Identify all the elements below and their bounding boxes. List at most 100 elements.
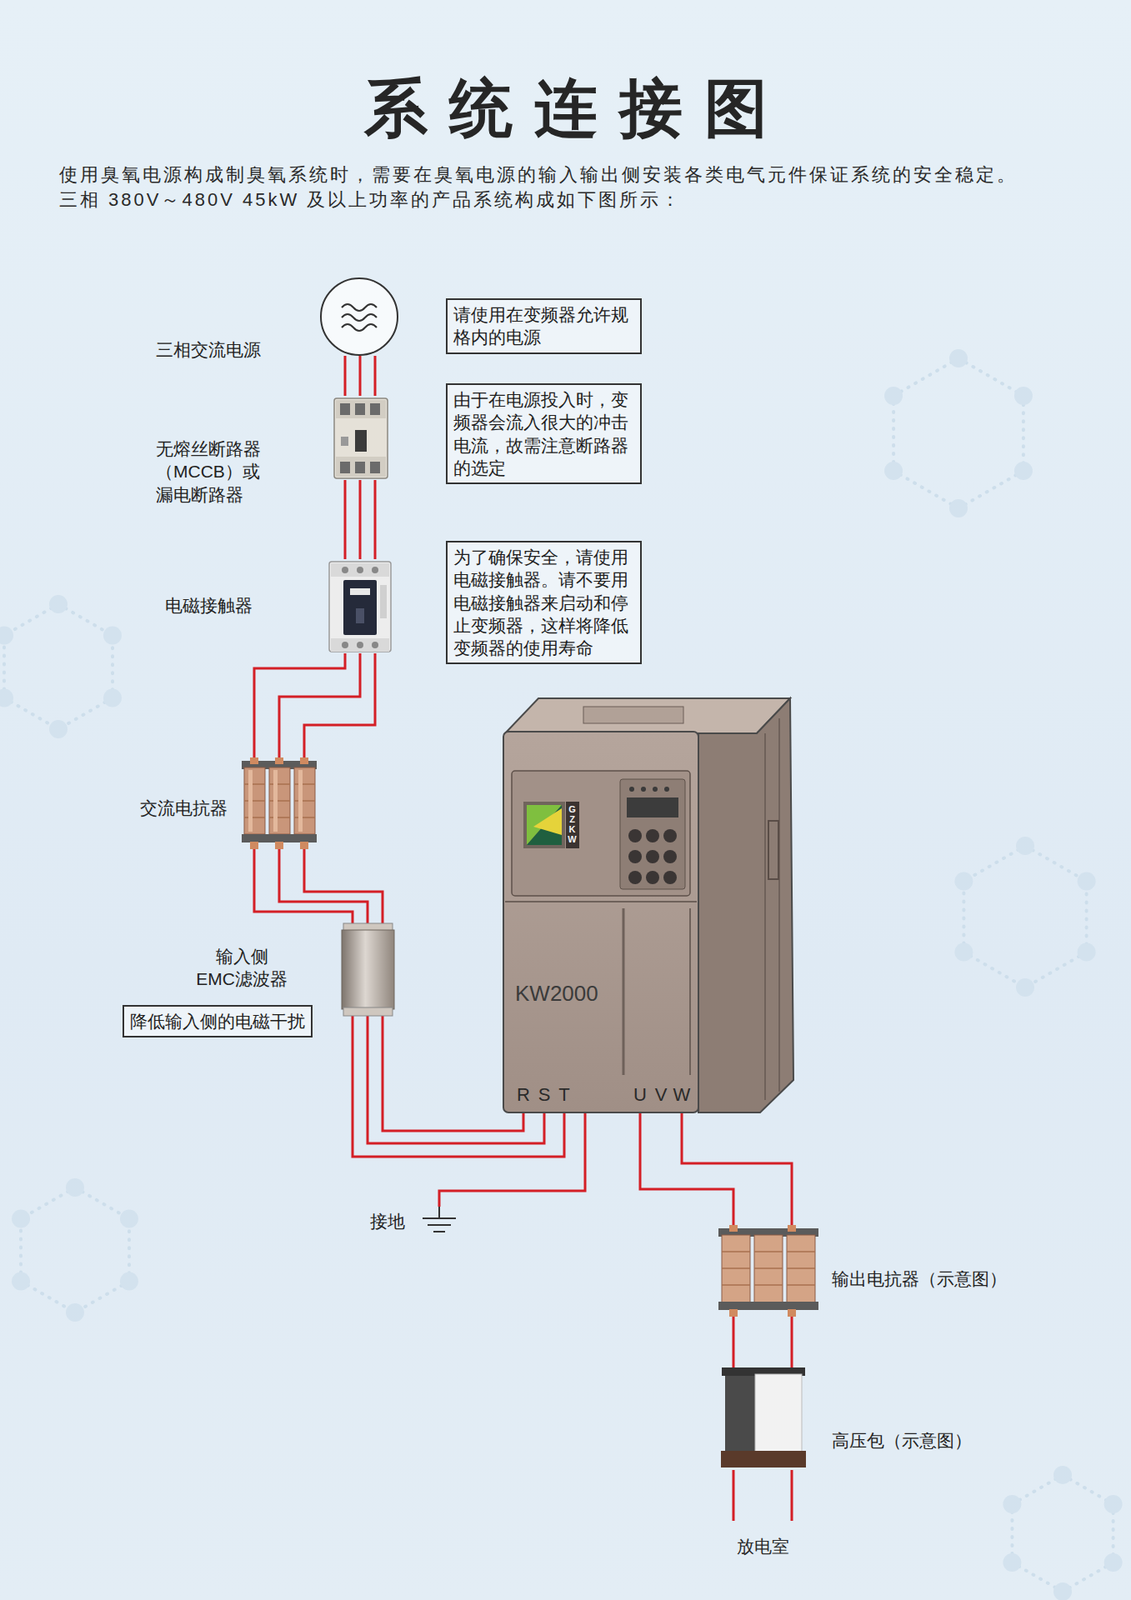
power-source-label: 三相交流电源 bbox=[155, 338, 261, 361]
inverter-picture-part bbox=[640, 786, 646, 792]
inverter-picture-part bbox=[628, 829, 642, 843]
inverter-picture-part bbox=[768, 820, 779, 880]
intro-text: 使用臭氧电源构成制臭氧系统时，需要在臭氧电源的输入输出侧安装各类电气元件保证系统… bbox=[59, 163, 1018, 188]
terminal-name: S bbox=[538, 1083, 551, 1108]
output-reactor-picture-part bbox=[787, 1309, 796, 1317]
hv-transformer-picture-part bbox=[720, 1451, 806, 1468]
emc-filter-picture-part bbox=[343, 1007, 393, 1016]
wire-bundle bbox=[439, 1112, 586, 1207]
wire bbox=[382, 1015, 524, 1131]
inverter-label: KW2000 bbox=[515, 980, 599, 1009]
output-reactor-picture-part bbox=[721, 1251, 816, 1286]
inverter-picture-part bbox=[505, 698, 791, 734]
pattern-dot bbox=[65, 1178, 85, 1197]
contactor-label: 电磁接触器 bbox=[165, 594, 253, 617]
inverter-picture-part bbox=[526, 805, 562, 846]
note-box: 为了确保安全，请使用电磁接触器。请不要用电磁接触器来启动和停止变频器，这样将降低… bbox=[445, 540, 642, 665]
wire-bundle bbox=[640, 1112, 792, 1226]
reactor-picture-part bbox=[275, 757, 284, 765]
breaker-picture-part bbox=[340, 461, 351, 474]
note-box-text: 由于在电源投入时，变频器会流入很大的冲击电流，故需注意断路器的选定 bbox=[453, 388, 635, 480]
inverter-picture-part bbox=[663, 850, 677, 864]
breaker-picture-part bbox=[340, 403, 351, 416]
terminal-name: T bbox=[558, 1083, 570, 1108]
wire-bundle bbox=[345, 480, 376, 560]
ground-label: 接地 bbox=[370, 1210, 406, 1233]
output-reactor-picture-part bbox=[718, 1301, 819, 1311]
note-box: 降低输入侧的电磁干扰 bbox=[122, 1005, 313, 1038]
inverter-picture-part bbox=[698, 698, 794, 1113]
contactor-picture-part bbox=[356, 641, 364, 649]
inverter-picture-part bbox=[505, 900, 697, 903]
breaker-picture bbox=[334, 398, 388, 479]
pattern-dot bbox=[11, 1272, 31, 1292]
inverter-picture bbox=[503, 698, 794, 1113]
pattern-dot bbox=[1014, 461, 1033, 481]
reactor-picture-part bbox=[275, 841, 284, 850]
wire bbox=[344, 480, 347, 560]
pattern-hexagon bbox=[20, 1187, 130, 1313]
circuit-breaker-label: 无熔丝断路器 （MCCB）或 漏电断路器 bbox=[155, 437, 281, 506]
pattern-dot bbox=[103, 689, 122, 708]
circuit-breaker: 无熔丝断路器 （MCCB）或 漏电断路器 bbox=[331, 395, 391, 481]
emc-filter: 输入侧 EMC滤波器 bbox=[340, 923, 396, 1016]
inverter-picture-part bbox=[663, 870, 677, 885]
pattern-dot bbox=[1015, 978, 1035, 997]
reactor-picture-part bbox=[273, 770, 278, 832]
pattern-dot bbox=[49, 595, 68, 614]
reactor-picture-part bbox=[250, 757, 259, 765]
wire bbox=[374, 480, 377, 560]
inverter-picture-part bbox=[533, 808, 562, 836]
breaker-picture-part bbox=[334, 398, 388, 479]
wire-bundle bbox=[254, 653, 376, 758]
contactor-picture-part bbox=[380, 585, 387, 619]
power-source-symbol-part bbox=[341, 324, 377, 331]
intro-text: 三相 380V～480V 45kW 及以上功率的产品系统构成如下图所示： bbox=[59, 188, 682, 213]
pattern-dot bbox=[11, 1210, 31, 1229]
pattern-dot bbox=[49, 720, 68, 739]
ac-reactor: 交流电抗器 bbox=[241, 757, 317, 850]
contactor-picture-part bbox=[330, 638, 390, 652]
breaker-picture-part bbox=[370, 403, 381, 416]
pattern-dot bbox=[1015, 836, 1035, 856]
pattern-dot bbox=[1002, 1495, 1021, 1514]
pattern-dot bbox=[1077, 872, 1096, 891]
output-reactor-picture-part bbox=[754, 1235, 783, 1304]
power-source: 三相交流电源 bbox=[320, 277, 399, 356]
part-label: 放电室 bbox=[736, 1535, 790, 1558]
pattern-dot bbox=[0, 689, 14, 708]
inverter-picture-part bbox=[583, 706, 684, 724]
wire bbox=[279, 653, 361, 758]
wire-bundle bbox=[733, 1316, 792, 1368]
wire bbox=[304, 653, 376, 758]
pattern-dot bbox=[884, 386, 903, 406]
power-source-symbol-part bbox=[341, 304, 377, 311]
pattern-dot bbox=[103, 626, 122, 646]
breaker-picture-part bbox=[370, 461, 381, 474]
reactor-picture-part bbox=[248, 770, 253, 832]
emc-filter-picture bbox=[341, 923, 395, 1016]
wire bbox=[640, 1112, 734, 1226]
contactor-picture-part bbox=[371, 566, 379, 574]
pattern-hexagon bbox=[963, 845, 1086, 988]
brand-mark: GZKW bbox=[567, 804, 577, 845]
contactor-picture-part bbox=[371, 641, 379, 649]
breaker-picture-part bbox=[340, 436, 349, 446]
pattern-dot bbox=[884, 461, 903, 481]
terminal-name: U bbox=[633, 1083, 647, 1108]
inverter-picture-part bbox=[628, 870, 642, 885]
contactor-picture-part bbox=[356, 566, 364, 574]
reactor-picture-part bbox=[298, 770, 303, 832]
wire bbox=[359, 480, 362, 560]
inverter-picture-part bbox=[628, 850, 642, 864]
wire bbox=[732, 1316, 736, 1368]
breaker-picture-part bbox=[335, 456, 386, 477]
reactor-picture bbox=[241, 757, 317, 850]
output-reactor-picture bbox=[718, 1225, 819, 1317]
terminal-name: W bbox=[673, 1083, 691, 1108]
inverter-picture-part bbox=[689, 908, 691, 1076]
breaker-picture-part bbox=[335, 400, 386, 419]
reactor-picture-part bbox=[244, 784, 316, 818]
emc-filter-picture-part bbox=[341, 930, 395, 1010]
inverter-picture-part bbox=[663, 829, 677, 843]
